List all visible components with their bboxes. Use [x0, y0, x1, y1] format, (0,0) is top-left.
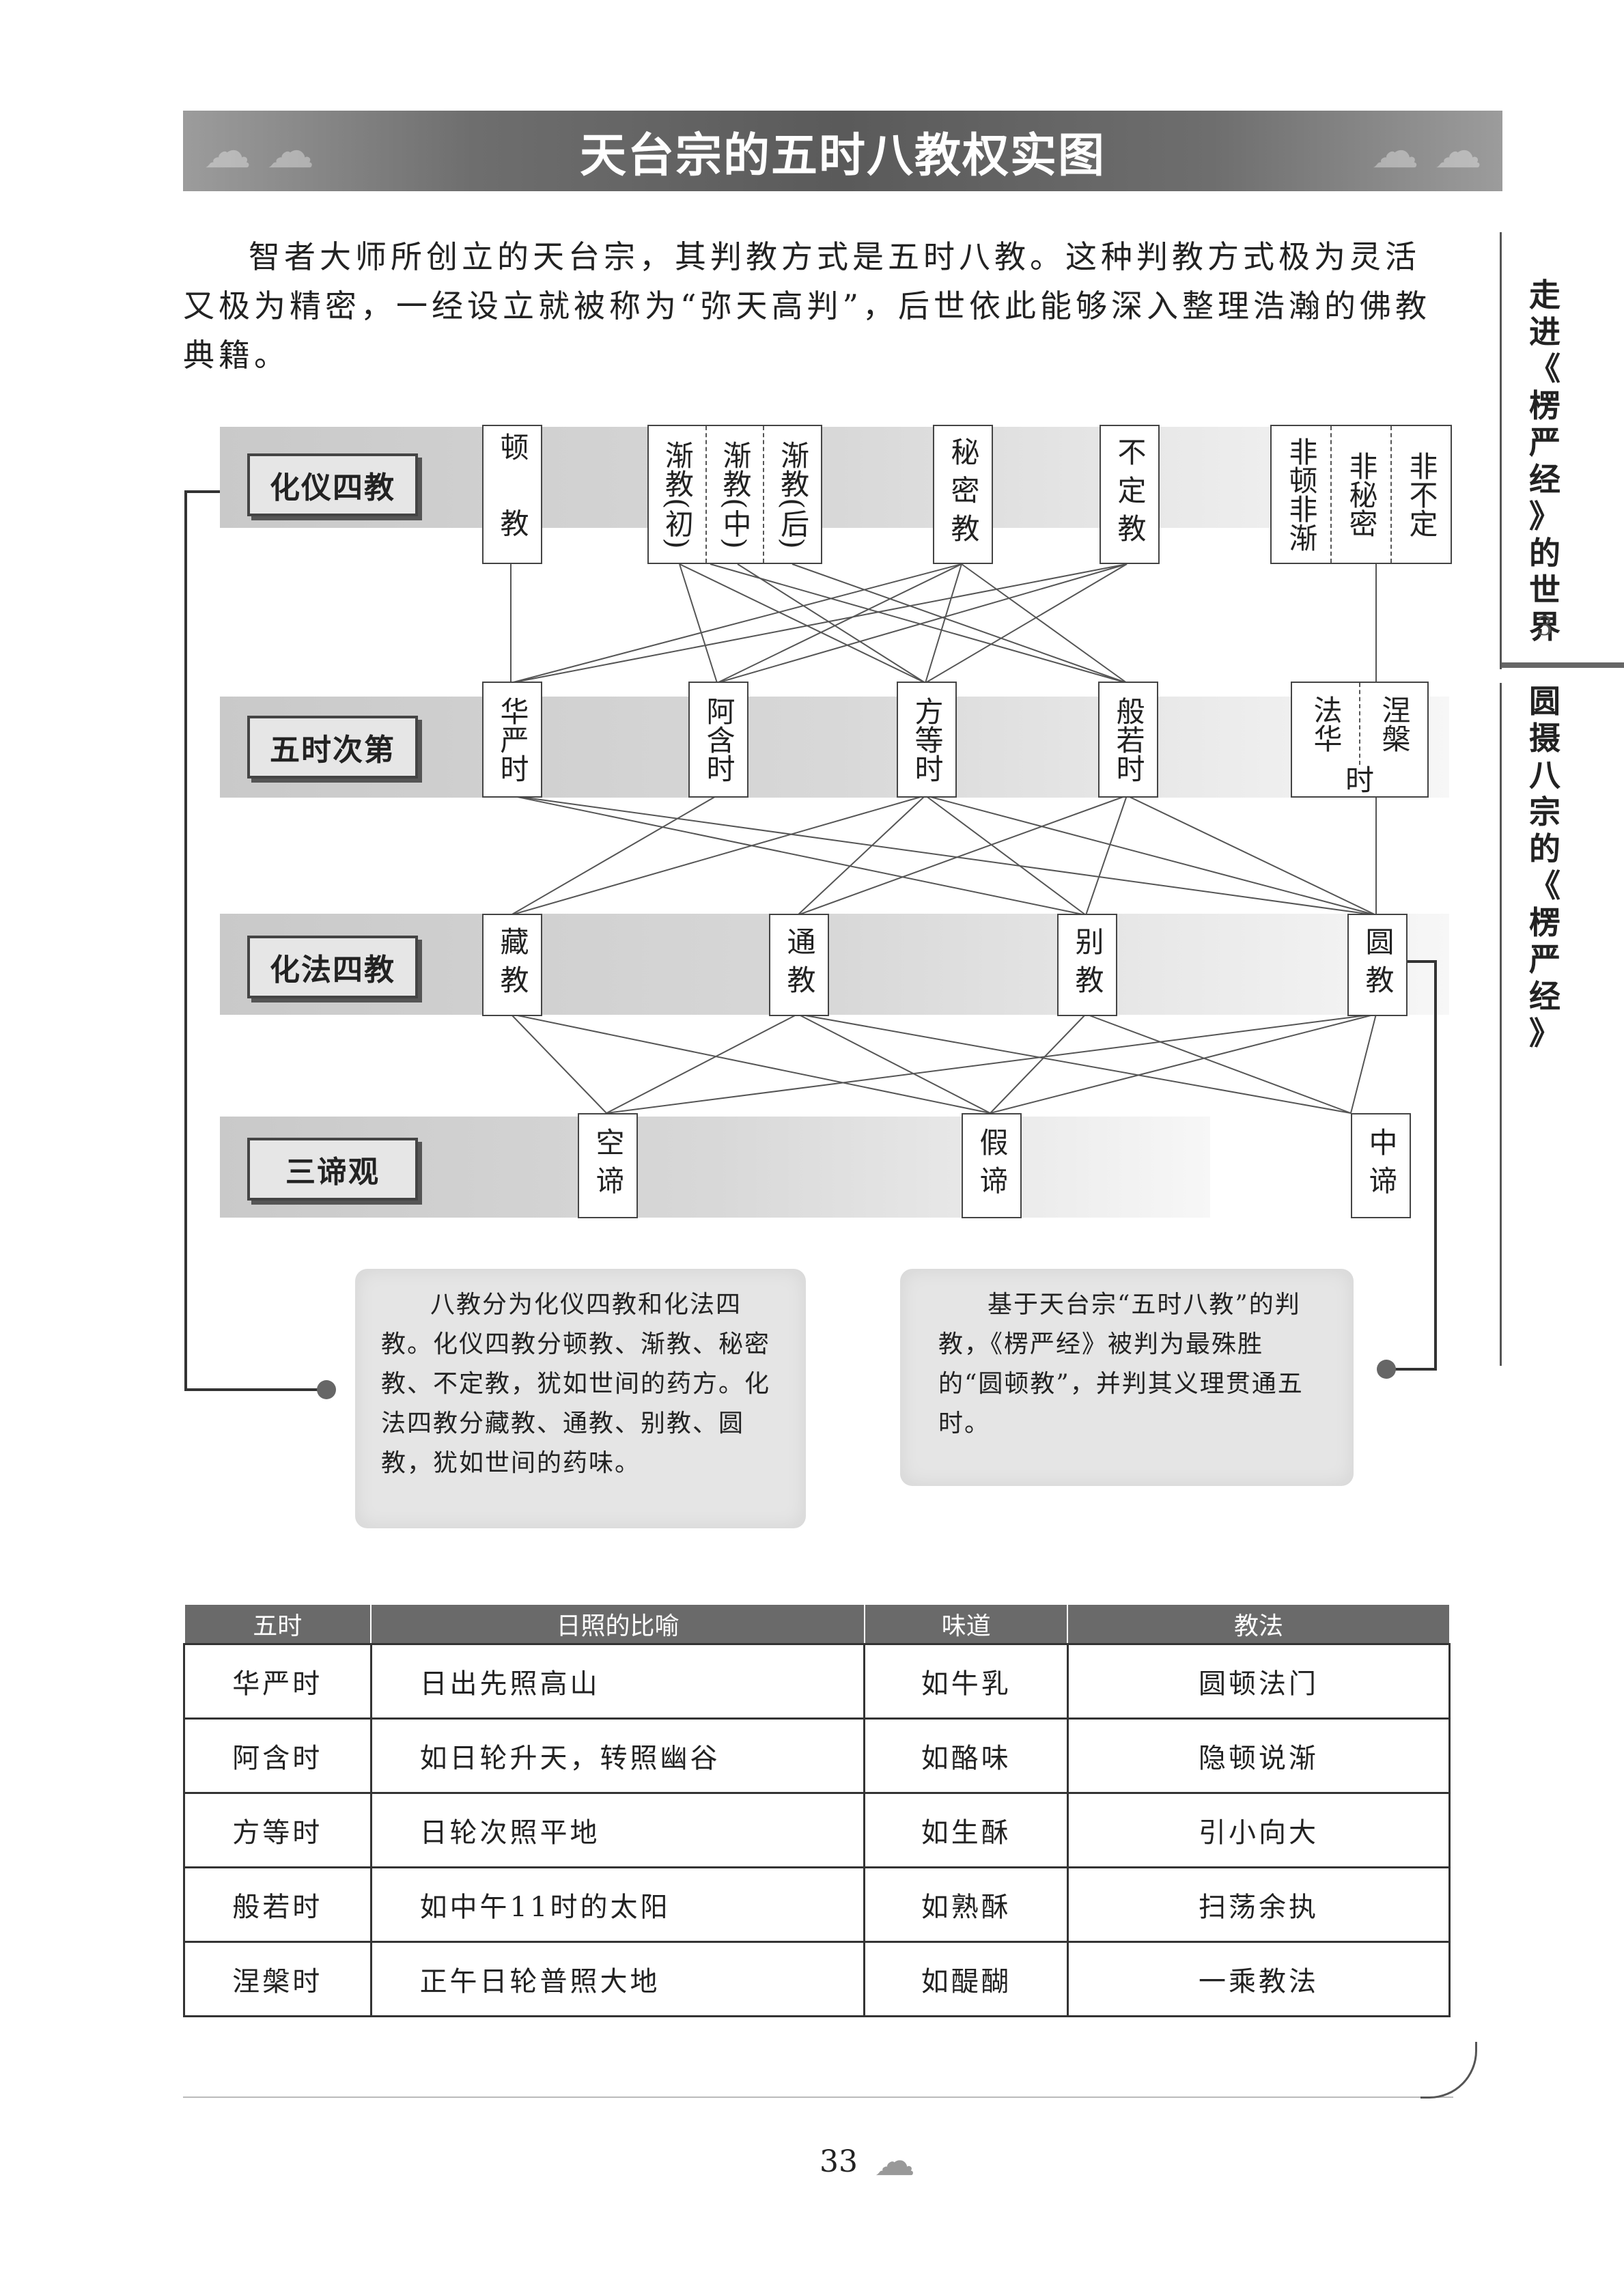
cell-flavor: 如生酥: [863, 1792, 1069, 1868]
table-header-row: 五时 日照的比喻 味道 教法: [183, 1603, 1451, 1645]
row-label-periods: 五时次第: [247, 716, 418, 779]
cell-period: 般若时: [183, 1866, 372, 1943]
five-periods-table: 五时 日照的比喻 味道 教法 华严时 日出先照高山 如牛乳 圆顿法门 阿含时 如…: [183, 1603, 1451, 2017]
node-lotus-part: 法华: [1309, 695, 1343, 753]
node-neither-secret: 非秘密: [1330, 426, 1390, 563]
node-gradual-middle: 渐教(中): [705, 426, 764, 563]
side-separator: [1502, 662, 1624, 668]
node-neither-sudden-gradual: 非顿非渐: [1285, 437, 1318, 552]
cell-period: 方等时: [183, 1792, 372, 1868]
node-gradual-teachings: 渐教(初) 渐教(中) 渐教(后): [647, 425, 822, 564]
side-rule-top: [1500, 232, 1502, 669]
table-row: 涅槃时 正午日轮普照大地 如醍醐 一乘教法: [183, 1941, 1451, 2017]
cell-flavor: 如熟酥: [863, 1866, 1069, 1943]
header-teaching-method: 教法: [1067, 1603, 1451, 1645]
node-middle-truth: 中谛: [1351, 1113, 1411, 1218]
node-lotus-nirvana-period: 法华 涅槃 时: [1291, 682, 1429, 798]
node-common-teaching: 通教: [769, 914, 829, 1016]
cell-method: 圆顿法门: [1066, 1643, 1451, 1720]
title-banner: ☁ ☁ ☁ ☁ 天台宗的五时八教权实图: [183, 111, 1502, 191]
side-chapter-number: 3: [1536, 611, 1554, 641]
note-eight-teachings: 八教分为化仪四教和化法四教。化仪四教分顿教、渐教、秘密教、不定教，犹如世间的药方…: [355, 1269, 806, 1528]
intro-text: 智者大师所创立的天台宗，其判教方式是五时八教。这种判教方式极为灵活又极为精密，一…: [183, 238, 1431, 374]
cell-metaphor: 正午日轮普照大地: [369, 1941, 866, 2017]
intro-paragraph: 智者大师所创立的天台宗，其判教方式是五时八教。这种判教方式极为灵活又极为精密，一…: [183, 232, 1453, 380]
cell-period: 涅槃时: [183, 1941, 372, 2017]
node-secret-teaching: 秘密教: [933, 425, 993, 564]
node-period-suffix: 时: [1345, 763, 1374, 797]
cloud-ornament-left-icon: ☁ ☁: [204, 123, 315, 179]
band-rituals: [220, 427, 1449, 528]
node-tripitaka-teaching: 藏教: [482, 914, 542, 1016]
side-chapter-title: 走进《 楞严经 》的世 界: [1529, 277, 1560, 645]
node-vaipulya-period: 方等时: [897, 682, 957, 798]
node-neither-teachings: 非顿非渐 非秘密 非不定: [1270, 425, 1452, 564]
node-emptiness-truth: 空谛: [578, 1113, 638, 1218]
header-flavor: 味道: [863, 1603, 1069, 1645]
table-row: 阿含时 如日轮升天，转照幽谷 如酪味 隐顿说渐: [183, 1717, 1451, 1794]
cell-method: 引小向大: [1066, 1792, 1451, 1868]
row-label-rituals: 化仪四教: [247, 453, 418, 516]
node-avatamsaka-period: 华严时: [482, 682, 542, 798]
table-row: 般若时 如中午11时的太阳 如熟酥 扫荡余执: [183, 1866, 1451, 1943]
cloud-ornament-right-icon: ☁ ☁: [1371, 123, 1482, 179]
cell-metaphor: 日轮次照平地: [369, 1792, 866, 1868]
cell-period: 阿含时: [183, 1717, 372, 1794]
node-neither-indeterminate: 非不定: [1390, 426, 1451, 563]
table-row: 方等时 日轮次照平地 如生酥 引小向大: [183, 1792, 1451, 1868]
band-doctrines: [220, 914, 1449, 1015]
node-gradual-early: 渐教(初): [660, 440, 695, 549]
band-periods: [220, 697, 1449, 798]
cell-method: 一乘教法: [1066, 1941, 1451, 2017]
page-bottom-rule: [183, 2096, 1453, 2098]
node-provisional-truth: 假谛: [962, 1113, 1022, 1218]
node-indeterminate-teaching: 不定教: [1100, 425, 1160, 564]
node-agama-period: 阿含时: [688, 682, 748, 798]
node-nirvana-part: 涅槃: [1359, 683, 1427, 765]
table-row: 华严时 日出先照高山 如牛乳 圆顿法门: [183, 1643, 1451, 1720]
node-distinct-teaching: 别教: [1057, 914, 1117, 1016]
cell-metaphor: 日出先照高山: [369, 1643, 866, 1720]
header-sun-metaphor: 日照的比喻: [370, 1603, 865, 1645]
cell-method: 扫荡余执: [1066, 1866, 1451, 1943]
node-prajna-period: 般若时: [1098, 682, 1158, 798]
cloud-ornament-footer-icon: ☁: [874, 2137, 915, 2185]
page-number: 33: [820, 2144, 858, 2179]
node-gradual-late: 渐教(后): [763, 426, 821, 563]
cell-flavor: 如牛乳: [863, 1643, 1069, 1720]
cell-metaphor: 如日轮升天，转照幽谷: [369, 1717, 866, 1794]
header-period: 五时: [183, 1603, 372, 1645]
cell-method: 隐顿说渐: [1066, 1717, 1451, 1794]
row-label-doctrines: 化法四教: [247, 936, 418, 998]
note-surangama-classification: 基于天台宗“五时八教”的判教，《楞严经》被判为最殊胜的“圆顿教”，并判其义理贯通…: [900, 1269, 1354, 1486]
cell-flavor: 如醍醐: [863, 1941, 1069, 2017]
node-perfect-teaching: 圆教: [1347, 914, 1408, 1016]
row-label-truths: 三谛观: [247, 1138, 418, 1201]
side-rule-bottom: [1500, 683, 1502, 1366]
cell-period: 华严时: [183, 1643, 372, 1720]
page-title: 天台宗的五时八教权实图: [579, 128, 1106, 183]
side-section-title: 圆摄八 宗的《 楞严经 》: [1529, 683, 1560, 1052]
node-sudden-teaching: 顿 教: [482, 425, 542, 564]
cell-flavor: 如酪味: [863, 1717, 1069, 1794]
cell-metaphor: 如中午11时的太阳: [369, 1866, 866, 1943]
